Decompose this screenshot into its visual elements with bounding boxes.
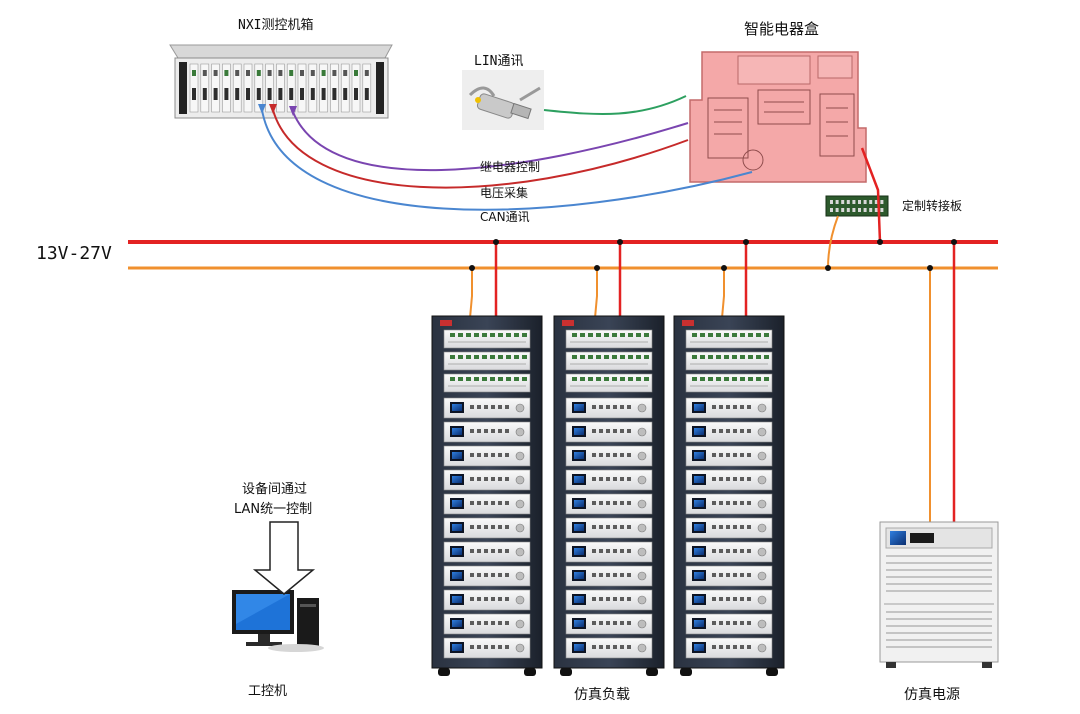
nxi-chassis-label: NXI测控机箱 bbox=[238, 18, 314, 33]
signal-cables bbox=[261, 95, 753, 211]
voltage-acquisition-label: 电压采集 bbox=[480, 186, 529, 200]
lin-comm-label: LIN通讯 bbox=[474, 54, 524, 69]
smart-electrical-box bbox=[689, 51, 867, 183]
box-connections bbox=[825, 147, 883, 271]
cable-connectors bbox=[258, 104, 297, 116]
simulated-load-label: 仿真负载 bbox=[574, 687, 630, 703]
adapter-board-label: 定制转接板 bbox=[902, 199, 963, 213]
relay-control-label: 继电器控制 bbox=[480, 160, 541, 174]
smart-box-label: 智能电器盒 bbox=[744, 20, 820, 38]
relay-control-cable bbox=[292, 111, 689, 172]
lin-cable bbox=[543, 95, 687, 116]
voltage-range-label: 13V-27V bbox=[36, 243, 112, 264]
lan-note-line1: 设备间通过 bbox=[242, 482, 308, 497]
can-comm-label: CAN通讯 bbox=[480, 210, 530, 224]
rack-drop-lines bbox=[469, 239, 957, 522]
lin-adapter-image bbox=[462, 70, 544, 130]
ipc-label: 工控机 bbox=[248, 684, 288, 699]
simulated-power-supply bbox=[879, 521, 999, 668]
nxi-chassis bbox=[169, 44, 393, 119]
can-cable bbox=[261, 109, 753, 211]
voltage-acquisition-cable bbox=[272, 109, 689, 189]
lan-control-arrow bbox=[252, 521, 316, 595]
simulated-power-label: 仿真电源 bbox=[904, 687, 960, 703]
adapter-board bbox=[825, 195, 889, 217]
lan-note-line2: LAN统一控制 bbox=[234, 502, 313, 517]
industrial-computer bbox=[232, 590, 324, 652]
simulated-load-racks bbox=[431, 315, 785, 676]
